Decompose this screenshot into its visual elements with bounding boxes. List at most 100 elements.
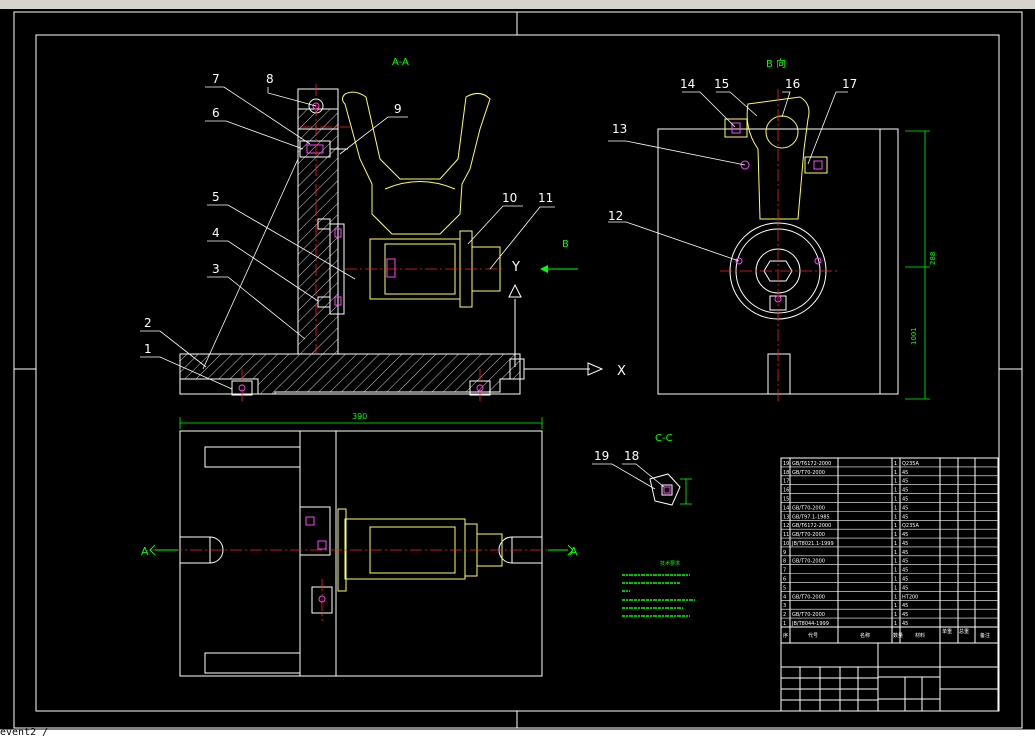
bom-header-code: 代号 (808, 632, 818, 639)
bom-header-qty: 数量 (893, 632, 903, 639)
bom-cell: 45 (902, 568, 908, 574)
toolbar-strip (0, 0, 1035, 9)
balloon-11: 11 (538, 191, 553, 205)
bom-cell: 45 (902, 541, 908, 547)
bom-cell: 19 (783, 461, 789, 467)
drawing-canvas[interactable]: A-A (0, 9, 1035, 729)
bom-header-remark: 备注 (980, 632, 990, 639)
view-b-title: B 向 (766, 57, 786, 70)
bom-cell: 1 (894, 523, 897, 529)
bom-cell: 1 (894, 461, 897, 467)
section-cc-title: C-C (655, 433, 673, 444)
bom-cell: GB/T70-2000 (792, 612, 825, 618)
bom-cell: Q235A (902, 461, 919, 467)
bom-cell: 11 (783, 532, 789, 538)
bom-cell: 45 (902, 577, 908, 583)
bom-cell: 45 (902, 585, 908, 591)
bom-cell: 1 (894, 603, 897, 609)
bom-cell: 1 (894, 532, 897, 538)
bom-cell: JB/T8021.1-1999 (791, 541, 834, 547)
bom-cell: 1 (894, 470, 897, 476)
tech-notes-title: 技术要求 (660, 560, 680, 567)
bom-cell: GB/T70-2000 (792, 470, 825, 476)
bom-header: 序 代号 名称 数量 材料 单重 总重 备注 (783, 628, 990, 639)
balloon-17: 17 (842, 77, 857, 91)
bom-header-total-weight: 总重 (959, 628, 969, 635)
balloon-5: 5 (212, 190, 220, 204)
cut-label-right: A (570, 545, 578, 558)
bom-cell: 1 (894, 550, 897, 556)
bom-cell: GB/T70-2000 (792, 559, 825, 565)
axis-y-label: Y (511, 260, 520, 275)
view-b: B 向 (608, 57, 937, 404)
bom-cell: 1 (894, 488, 897, 494)
bom-cell: 5 (783, 585, 786, 591)
balloon-4: 4 (212, 226, 220, 240)
bom-cell: JB/T8044-1999 (791, 621, 829, 627)
bom-cell: GB/T70-2000 (792, 505, 825, 511)
bom-cell: GB/T97.1-1985 (792, 514, 830, 520)
bom-cell: 15 (783, 496, 789, 502)
bom-cell: 18 (783, 470, 789, 476)
bom-cell: 45 (902, 505, 908, 511)
command-line[interactable]: event2 / (0, 727, 1035, 739)
bom-cell: 45 (902, 514, 908, 520)
bom-cell: 1 (894, 541, 897, 547)
bom-cell: 4 (783, 594, 786, 600)
bom-cell: 2 (783, 612, 786, 618)
bom-cell: 45 (902, 488, 908, 494)
bom-cell: 1 (894, 505, 897, 511)
bom-cell: HT200 (902, 594, 918, 600)
bom-cell: 1 (894, 577, 897, 583)
balloon-8: 8 (266, 72, 274, 86)
bom-cell: 16 (783, 488, 789, 494)
bom-cell: 14 (783, 505, 789, 511)
balloon-3: 3 (212, 262, 220, 276)
bom-cell: 6 (783, 577, 786, 583)
bom-cell: GB/T70-2000 (792, 532, 825, 538)
balloon-15: 15 (714, 77, 729, 91)
bom-header-name: 名称 (860, 632, 870, 639)
bom-cell: 1 (894, 585, 897, 591)
balloon-18: 18 (624, 449, 639, 463)
bom-cell: 1 (894, 612, 897, 618)
bom-cell: 1 (894, 559, 897, 565)
dimension-width: 390 (352, 412, 367, 421)
bom-cell: 8 (783, 559, 786, 565)
bom-cell: 1 (783, 621, 786, 627)
bom-cell: GB/T6172-2000 (792, 523, 831, 529)
section-a-a: A-A (140, 57, 626, 401)
bom-cell: 45 (902, 532, 908, 538)
dimension-height-2: 1001 (910, 327, 918, 345)
bom-cell: GB/T6172-2000 (792, 461, 831, 467)
bom-cell: 1 (894, 568, 897, 574)
bom-cell: 7 (783, 568, 786, 574)
balloon-2: 2 (144, 316, 152, 330)
section-c-c: C-C 18 19 (592, 433, 692, 506)
bom-cell: 45 (902, 496, 908, 502)
balloon-1: 1 (144, 342, 152, 356)
bom-cell: 45 (902, 559, 908, 565)
bom-cell: 45 (902, 603, 908, 609)
balloon-10: 10 (502, 191, 517, 205)
bom-cell: 45 (902, 470, 908, 476)
bom-cell: 3 (783, 603, 786, 609)
cad-drawing[interactable]: A-A (0, 9, 1035, 729)
bom-header-material: 材料 (915, 632, 925, 639)
cut-label-left: A (141, 545, 149, 558)
bom-cell: 1 (894, 479, 897, 485)
balloon-9: 9 (394, 102, 402, 116)
bom-cell: 1 (894, 594, 897, 600)
balloon-14: 14 (680, 77, 695, 91)
bom-header-unit-weight: 单重 (942, 628, 952, 635)
bom-cell: Q235A (902, 523, 919, 529)
balloon-19: 19 (594, 449, 609, 463)
bom-cell: 45 (902, 621, 908, 627)
bom-cell: 13 (783, 514, 789, 520)
bom-cell: GB/T70-2000 (792, 594, 825, 600)
dimension-height-1: 288 (929, 252, 937, 265)
bom-cell: 9 (783, 550, 786, 556)
technical-notes: 技术要求 (622, 560, 695, 617)
